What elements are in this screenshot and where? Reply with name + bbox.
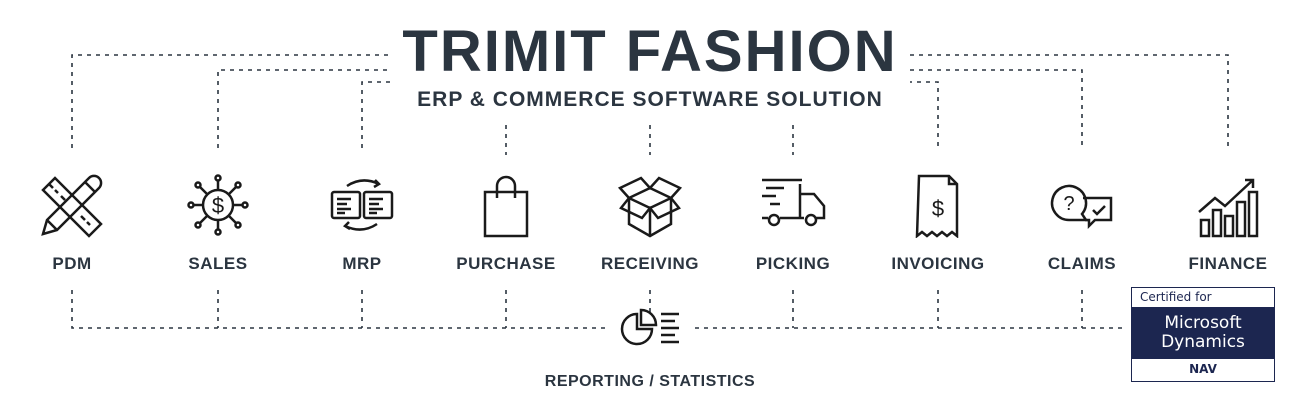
svg-text:$: $ xyxy=(932,196,944,221)
module-finance: FINANCE xyxy=(1158,172,1298,274)
module-label: INVOICING xyxy=(891,254,985,273)
svg-text:$: $ xyxy=(212,193,224,218)
module-sales: $ SALES xyxy=(148,172,288,274)
reporting-label: REPORTING / STATISTICS xyxy=(544,373,756,390)
pie-report-icon xyxy=(620,308,679,346)
badge-line2: Dynamics xyxy=(1161,332,1245,352)
module-purchase: PURCHASE xyxy=(436,172,576,274)
title-text: TRIMIT FASHION xyxy=(390,19,910,84)
module-mrp: MRP xyxy=(292,172,432,274)
module-label: FINANCE xyxy=(1188,254,1268,273)
dollar-network-icon: $ xyxy=(187,174,249,236)
badge-bottom: NAV xyxy=(1189,362,1217,376)
module-picking: PICKING xyxy=(723,172,863,274)
module-label: PDM xyxy=(52,254,92,273)
svg-text:?: ? xyxy=(1063,193,1074,215)
module-label: SALES xyxy=(188,254,248,273)
chat-question-icon: ? xyxy=(1050,184,1113,230)
shopping-bag-icon xyxy=(483,175,529,238)
delivery-truck-icon xyxy=(762,178,826,227)
page-title: TRIMIT FASHION xyxy=(0,18,1300,85)
module-label: PURCHASE xyxy=(456,254,556,273)
module-claims: ? CLAIMS xyxy=(1012,172,1152,274)
invoice-icon: $ xyxy=(915,174,959,238)
pencil-ruler-icon xyxy=(41,174,103,238)
open-box-icon xyxy=(617,176,683,238)
reporting-statistics: REPORTING / STATISTICS xyxy=(500,308,800,391)
microsoft-dynamics-certified-badge: Certified for Microsoft Dynamics NAV xyxy=(1131,287,1275,382)
module-label: PICKING xyxy=(755,254,831,273)
module-label: MRP xyxy=(342,254,382,273)
badge-top: Certified for xyxy=(1140,290,1212,304)
growth-chart-icon xyxy=(1198,178,1259,238)
module-label: RECEIVING xyxy=(600,254,700,273)
badge-middle: Microsoft Dynamics xyxy=(1132,307,1274,359)
module-receiving: RECEIVING xyxy=(580,172,720,274)
page-subtitle: ERP & COMMERCE SOFTWARE SOLUTION xyxy=(417,88,883,111)
document-sync-icon xyxy=(330,179,394,231)
module-invoicing: $ INVOICING xyxy=(868,172,1008,274)
module-pdm: PDM xyxy=(2,172,142,274)
badge-line1: Microsoft xyxy=(1164,313,1242,333)
module-label: CLAIMS xyxy=(1047,254,1117,273)
